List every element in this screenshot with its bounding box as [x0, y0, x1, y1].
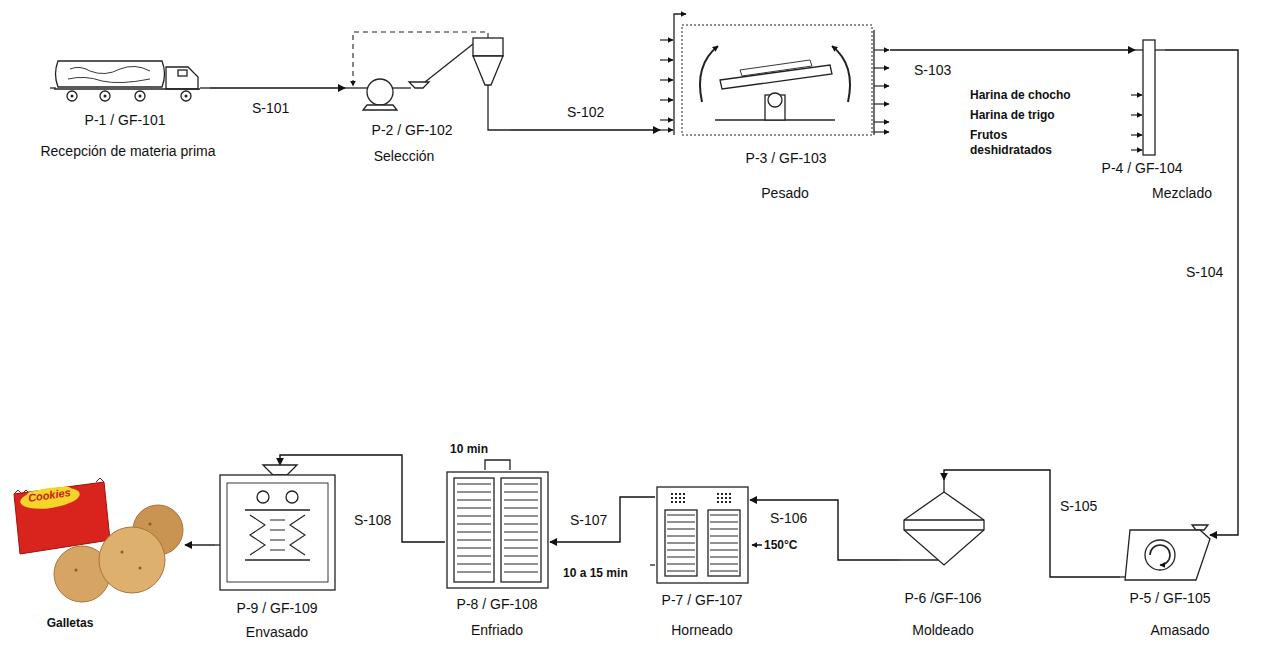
equipment-node: P-9 / GF-109Envasado: [215, 465, 340, 595]
stream-label: S-101: [250, 100, 291, 116]
temperature-label: 150°C: [764, 538, 798, 553]
equipment-node: P-7 / GF-107Horneado: [655, 485, 750, 585]
equipment-name: Mezclado: [1152, 185, 1212, 201]
equipment-node: P-5 / GF-105Amasado: [1120, 525, 1210, 585]
stream-connector: [210, 87, 345, 88]
equipment-tag: P-7 / GF-107: [662, 592, 743, 608]
heat-arrow: [752, 544, 762, 546]
stream-label: S-107: [568, 512, 609, 528]
stream-label: S-102: [565, 104, 606, 120]
equipment-tag: P-4 / GF-104: [1102, 160, 1183, 176]
equipment-node: P-4 / GF-104Mezclado: [1135, 40, 1165, 155]
equipment-tag: P-6 /GF-106: [904, 590, 981, 606]
stream-connector: [1165, 50, 1238, 535]
cooler-symbol: [445, 470, 550, 590]
stream-connector: [550, 497, 655, 542]
equipment-name: Envasado: [246, 624, 308, 640]
equipment-name: Moldeado: [912, 622, 974, 638]
ingredient-label: Frutos deshidratados: [970, 128, 1060, 158]
mixer-symbol: [1135, 40, 1165, 155]
equipment-tag: Galletas: [47, 615, 94, 631]
kneader-symbol: [1120, 525, 1210, 585]
equipment-tag: P-9 / GF-109: [237, 600, 318, 616]
equipment-name: Enfriado: [471, 622, 523, 638]
equipment-tag: P-8 / GF-108: [457, 596, 538, 612]
stream-label: S-104: [1184, 264, 1225, 280]
stream-connector: [750, 500, 900, 560]
equipment-node: P-1 / GF-101Recepción de materia prima: [50, 55, 210, 105]
stream-label: S-105: [1058, 498, 1099, 514]
equipment-node: P-8 / GF-108Enfriado: [445, 470, 550, 590]
truck-symbol: [50, 55, 210, 105]
oven-symbol: [655, 485, 750, 585]
equipment-node: P-2 / GF-102Selección: [345, 30, 510, 130]
equipment-tag: P-2 / GF-102: [372, 122, 453, 138]
stream-connector: [185, 544, 215, 545]
equipment-tag: P-3 / GF-103: [746, 150, 827, 166]
stream-connector: [890, 49, 1135, 50]
equipment-node: P-6 /GF-106Moldeado: [900, 480, 988, 570]
time-label: 10 a 15 min: [563, 566, 628, 581]
equipment-name: Amasado: [1150, 622, 1209, 638]
equipment-name: Recepción de materia prima: [40, 143, 215, 159]
packer-symbol: [215, 465, 340, 595]
equipment-node: P-3 / GF-103Pesado: [660, 10, 890, 140]
stream-label: S-108: [352, 512, 393, 528]
stream-label: S-103: [912, 62, 953, 78]
time-mark: [650, 564, 655, 565]
molder-symbol: [900, 480, 988, 570]
ingredient-label: Harina de trigo: [970, 108, 1055, 123]
stream-label: S-106: [768, 510, 809, 526]
ingredient-label: Harina de chocho: [970, 88, 1071, 103]
equipment-tag: P-5 / GF-105: [1130, 590, 1211, 606]
equipment-name: Selección: [374, 148, 435, 164]
time-label: 10 min: [450, 442, 488, 457]
pump-cyclone-symbol: [345, 30, 510, 130]
equipment-tag: P-1 / GF-101: [85, 112, 166, 128]
stream-connector: [510, 129, 660, 130]
equipment-name: Horneado: [671, 622, 733, 638]
equipment-name: Pesado: [761, 185, 808, 201]
scale-symbol: [660, 10, 890, 140]
